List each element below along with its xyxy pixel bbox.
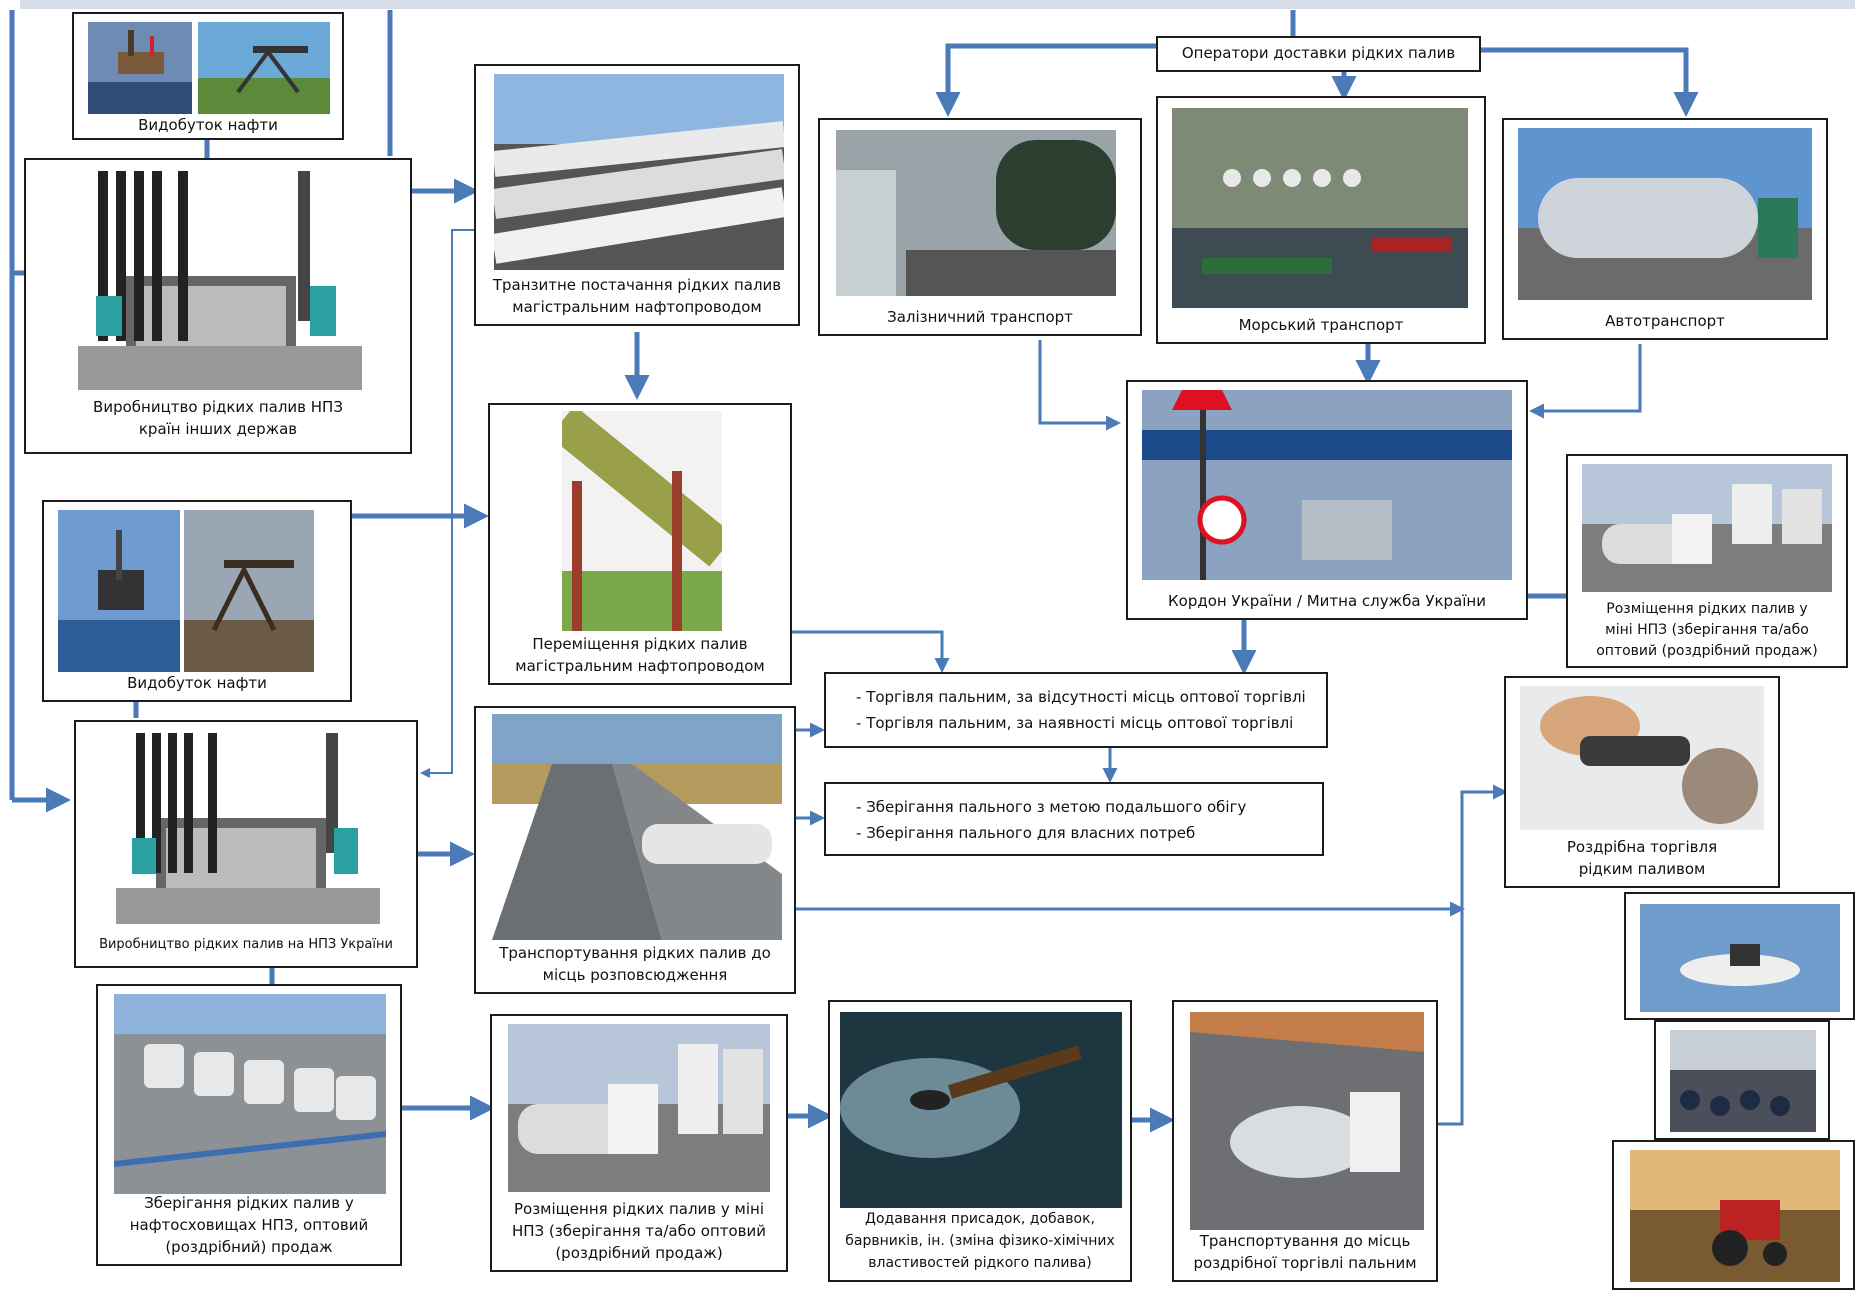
arrow-transport-retail (1438, 784, 1508, 1126)
refinery-icon (78, 166, 362, 394)
arrow-operators-rail (935, 43, 1156, 117)
node-sea: Морський транспорт (1156, 96, 1486, 344)
storage-refinery-caption: Зберігання рідких палив у нафтосховищах … (129, 1194, 369, 1256)
node-pipeline-move: Переміщення рідких палив магістральним н… (488, 403, 792, 685)
sea-caption: Морський транспорт (1238, 316, 1404, 334)
arrow-operators-auto (1481, 47, 1699, 117)
elevated-pipeline-image (562, 411, 722, 631)
pipeline-move-caption: Переміщення рідких палив магістральним н… (515, 635, 765, 675)
arrow-auto-border (1529, 344, 1642, 419)
operators-label: Оператори доставки рідких палив (1156, 36, 1481, 72)
auto-caption: Автотранспорт (1605, 312, 1725, 330)
arrow-transit-ukraine (420, 229, 474, 778)
jet-ski-photo (1624, 892, 1855, 1020)
mini-refinery-truck-image (1582, 464, 1832, 592)
refinery-icon-ukraine (116, 728, 380, 924)
transport-retail-caption: Транспортування до місць роздрібної торг… (1193, 1232, 1417, 1272)
top-banner-strip (20, 0, 1855, 9)
mini-refinery-right-caption: Розміщення рідких палив у міні НПЗ (збер… (1596, 601, 1818, 659)
tank-farm-image (114, 994, 386, 1194)
node-mini-refinery-right: Розміщення рідких палив у міні НПЗ (збер… (1566, 454, 1848, 668)
node-mini-refinery-bottom: Розміщення рідких палив у міні НПЗ (збер… (490, 1014, 788, 1272)
arrow-rail-border (1038, 340, 1121, 431)
arrow-pipeline-trade (792, 630, 950, 673)
highway-trucks-image (492, 714, 782, 940)
node-storage-refinery: Зберігання рідких палив у нафтосховищах … (96, 984, 402, 1266)
trade-item-2: - Торгівля пальним, за наявності місць о… (856, 714, 1294, 732)
foreign-refinery-caption: Виробництво рідких палив НПЗ країн інших… (93, 398, 343, 438)
motorcycles-image (1670, 1030, 1816, 1132)
extraction-mid-caption: Видобуток нафти (127, 674, 267, 692)
node-extraction-top: Видобуток нафти (72, 12, 344, 140)
border-checkpoint-image (1142, 390, 1512, 580)
border-caption: Кордон України / Митна служба України (1168, 592, 1486, 610)
mini-refinery-bottom-caption: Розміщення рідких палив у міні НПЗ (збер… (511, 1200, 767, 1262)
node-transport-retail: Транспортування до місць роздрібної торг… (1172, 1000, 1438, 1282)
rail-tank-image (836, 130, 1116, 296)
node-additives: Додавання присадок, добавок, барвників, … (828, 1000, 1132, 1282)
node-rail: Залізничний транспорт (818, 118, 1142, 336)
pipeline-image (494, 74, 784, 270)
rail-caption: Залізничний транспорт (887, 308, 1073, 326)
tractor-photo (1612, 1140, 1855, 1290)
storage-list-box: - Зберігання пального з метою подальшого… (824, 782, 1324, 856)
additives-caption: Додавання присадок, добавок, барвників, … (845, 1211, 1115, 1271)
node-transport-distribution: Транспортування рідких палив до місць ро… (474, 706, 796, 994)
trade-list-box: - Торгівля пальним, за відсутності місць… (824, 672, 1328, 748)
transport-distribution-caption: Транспортування рідких палив до місць ро… (499, 944, 771, 984)
storage-item-2: - Зберігання пального для власних потреб (856, 824, 1196, 842)
pumpjack-image (198, 22, 330, 114)
trade-item-1: - Торгівля пальним, за відсутності місць… (856, 688, 1306, 706)
sea-terminal-image (1172, 108, 1468, 308)
node-border: Кордон України / Митна служба України (1126, 380, 1528, 620)
node-foreign-refinery: Виробництво рідких палив НПЗ країн інших… (24, 158, 412, 454)
node-extraction-mid: Видобуток нафти (42, 500, 352, 702)
tanker-truck-image (1190, 1012, 1424, 1230)
fuel-truck-image (1518, 128, 1812, 300)
ukraine-refinery-caption: Виробництво рідких палив на НПЗ України (99, 937, 393, 952)
transit-pipeline-caption: Транзитне постачання рідких палив магіст… (492, 276, 782, 316)
retail-caption: Роздрібна торгівля рідким паливом (1566, 838, 1718, 878)
node-retail: Роздрібна торгівля рідким паливом (1504, 676, 1780, 888)
offshore-rig-image (88, 22, 192, 114)
operators-text: Оператори доставки рідких палив (1181, 44, 1456, 62)
motorcycles-photo (1654, 1020, 1830, 1140)
fuel-nozzle-image (1520, 686, 1764, 830)
tractor-image (1630, 1150, 1840, 1282)
mini-refinery-bottom-image (508, 1024, 770, 1192)
jet-ski-image (1640, 904, 1840, 1012)
pumpjack-sunset-image (184, 510, 314, 672)
fuel-pour-image (840, 1012, 1122, 1208)
node-transit-pipeline: Транзитне постачання рідких палив магіст… (474, 64, 800, 326)
storage-item-1: - Зберігання пального з метою подальшого… (856, 798, 1247, 816)
node-auto: Автотранспорт (1502, 118, 1828, 340)
node-ukraine-refinery: Виробництво рідких палив на НПЗ України (74, 720, 418, 968)
extraction-top-caption: Видобуток нафти (138, 116, 278, 134)
offshore-platform-image (58, 510, 180, 672)
